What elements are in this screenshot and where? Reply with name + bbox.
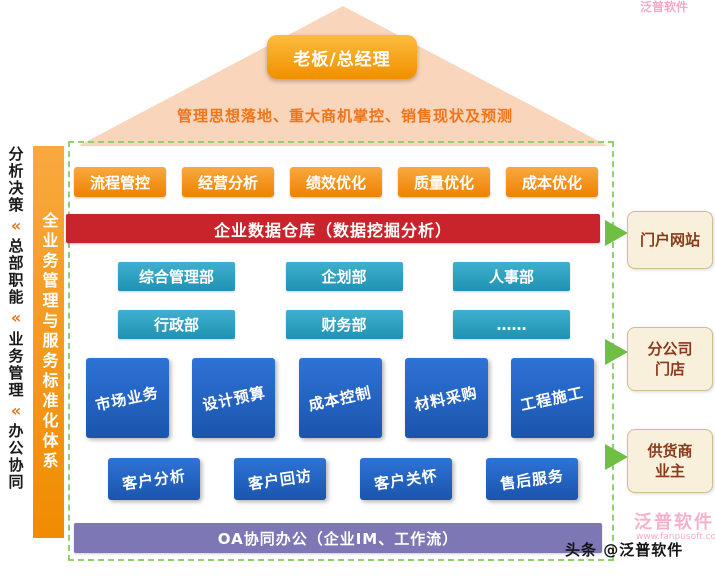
customer-block: 售后服务 bbox=[486, 458, 578, 500]
watermark-brand-bottom: 泛普软件 bbox=[634, 512, 714, 533]
business-block-label: 工程施工 bbox=[519, 383, 586, 414]
right-arrow-icon bbox=[605, 444, 628, 470]
dept-block: 企划部 bbox=[285, 262, 403, 291]
process-block: 流程管控 bbox=[74, 167, 166, 197]
business-block: 工程施工 bbox=[511, 358, 594, 438]
left-rail-label-business: 业务管理 bbox=[6, 330, 25, 399]
process-block: 经营分析 bbox=[182, 167, 274, 197]
dept-block: 财务部 bbox=[285, 310, 403, 339]
oa-banner: OA协同办公（企业IM、工作流） bbox=[74, 523, 602, 553]
business-block: 材料采购 bbox=[404, 358, 488, 438]
spine-label: 全业务管理与服务标准化体系 bbox=[39, 212, 59, 472]
left-rail-label-office: 办公协同 bbox=[6, 422, 25, 491]
dept-row-1: 综合管理部 企划部 人事部 bbox=[118, 262, 570, 291]
process-block: 绩效优化 bbox=[290, 167, 382, 197]
customer-block-label: 售后服务 bbox=[499, 466, 566, 493]
customer-block-label: 客户分析 bbox=[121, 466, 188, 493]
business-block-label: 成本控制 bbox=[306, 383, 374, 414]
watermark-site-url: www.fanpusoft.com bbox=[636, 532, 715, 542]
dept-block: 综合管理部 bbox=[118, 262, 235, 291]
business-block: 市场业务 bbox=[86, 358, 169, 438]
right-arrow-icon bbox=[605, 220, 628, 246]
spine-bar: 全业务管理与服务标准化体系 bbox=[33, 146, 64, 538]
left-rail: 分析决策 « 总部职能 « 业务管理 « 办公协同 bbox=[3, 146, 29, 491]
customer-block: 客户分析 bbox=[108, 458, 200, 500]
left-rail-label-hq: 总部职能 bbox=[6, 238, 25, 307]
rail-arrow-icon: « bbox=[10, 216, 22, 236]
process-block: 质量优化 bbox=[398, 167, 490, 197]
process-row: 流程管控 经营分析 绩效优化 质量优化 成本优化 bbox=[74, 167, 598, 197]
right-arrow-icon bbox=[605, 339, 628, 365]
customer-block: 客户关怀 bbox=[360, 458, 452, 500]
customer-block: 客户回访 bbox=[234, 458, 326, 500]
dept-block: 行政部 bbox=[118, 310, 235, 339]
customer-block-label: 客户关怀 bbox=[373, 466, 440, 493]
rail-arrow-icon: « bbox=[10, 400, 22, 420]
dept-block-ellipsis: …… bbox=[453, 310, 570, 339]
data-warehouse-banner: 企业数据仓库（数据挖掘分析） bbox=[66, 214, 600, 243]
process-block: 成本优化 bbox=[506, 167, 598, 197]
dept-row-2: 行政部 财务部 …… bbox=[118, 310, 570, 339]
boss-node: 老板/总经理 bbox=[267, 35, 417, 79]
channel-supplier-owner: 供货商 业主 bbox=[627, 429, 713, 493]
watermark-brand-top: 泛普软件 bbox=[640, 0, 689, 14]
business-block-label: 设计预算 bbox=[200, 383, 268, 414]
business-block-label: 市场业务 bbox=[94, 383, 161, 414]
left-rail-label-analysis: 分析决策 bbox=[6, 146, 25, 214]
rail-arrow-icon: « bbox=[10, 308, 22, 328]
roof-subtitle: 管理思想落地、重大商机掌控、销售现状及预测 bbox=[176, 107, 513, 125]
business-block: 设计预算 bbox=[192, 358, 276, 438]
watermark-toutiao: 头条 @泛普软件 bbox=[565, 541, 684, 559]
channel-branch-store: 分公司 门店 bbox=[627, 327, 713, 391]
customer-row: 客户分析 客户回访 客户关怀 售后服务 bbox=[108, 458, 578, 500]
dept-block: 人事部 bbox=[453, 262, 570, 291]
business-row: 市场业务 设计预算 成本控制 材料采购 工程施工 bbox=[86, 358, 594, 438]
business-block: 成本控制 bbox=[298, 358, 382, 438]
customer-block-label: 客户回访 bbox=[247, 466, 314, 493]
business-block-label: 材料采购 bbox=[413, 383, 480, 414]
channel-portal-site: 门户网站 bbox=[627, 211, 713, 269]
